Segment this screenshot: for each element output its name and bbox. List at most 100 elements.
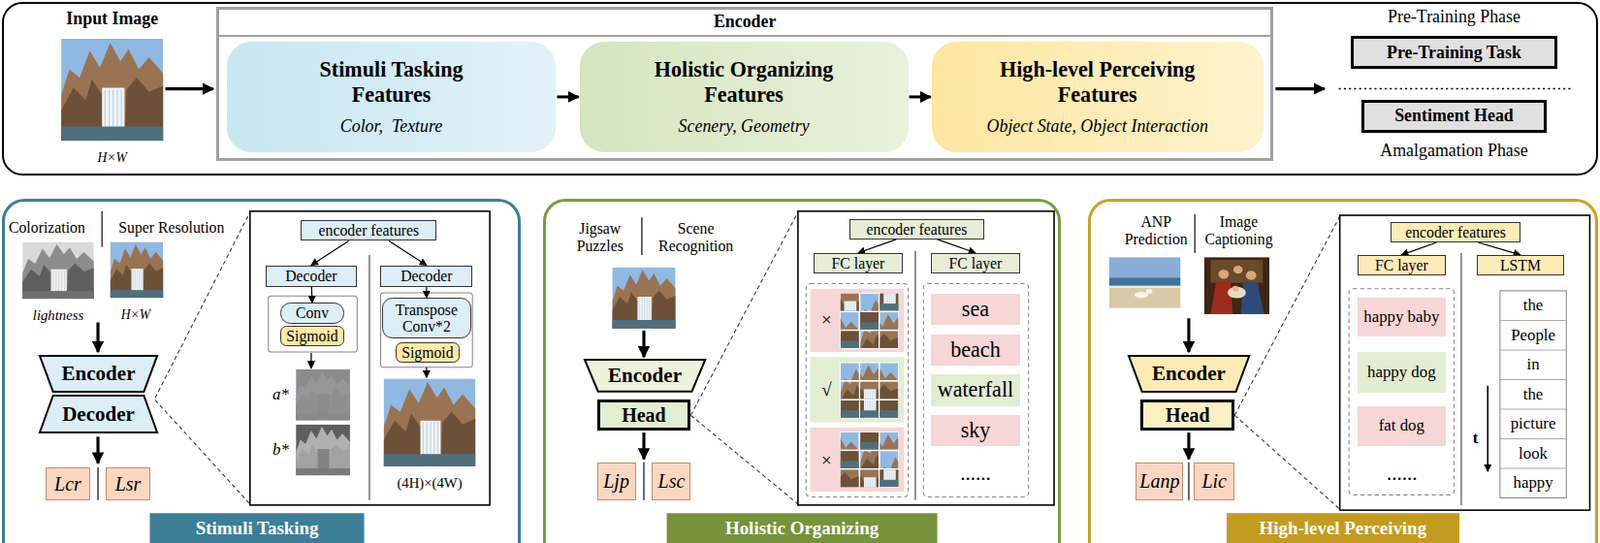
divider [642, 462, 645, 501]
feature-title: Holistic Organizing Features [640, 57, 849, 109]
jigsaw-tile [824, 278, 879, 330]
photo-content [295, 424, 351, 477]
class-box: fat dog [1357, 406, 1447, 447]
channel-image [295, 369, 351, 421]
photo-content [110, 241, 164, 298]
layer-box: FC layer [930, 253, 1022, 274]
label: in [1527, 355, 1540, 375]
label: (4H)×(4W) [396, 474, 462, 491]
zoom-leader [690, 415, 798, 505]
divider [1193, 214, 1196, 254]
node-text: Encoder [608, 364, 682, 387]
label: Scene Recognition [648, 220, 743, 256]
node-text: Lsc [658, 470, 686, 492]
time-arrow [1486, 385, 1489, 472]
caption-text: H×W [97, 150, 128, 166]
node-text: Decoder [62, 403, 135, 426]
photo-content [1204, 256, 1270, 315]
label: picture [1510, 415, 1557, 434]
label: Colorization [8, 219, 86, 237]
node-text: Head [621, 404, 667, 426]
divider [1460, 253, 1463, 506]
head-box: Head [1140, 399, 1235, 431]
node-text: Ljp [603, 470, 630, 492]
feature-title: Stimuli Tasking Features [287, 57, 496, 109]
panel-tab: High-level Perceiving [1226, 512, 1460, 543]
loss-box: Lic [1193, 462, 1235, 501]
cell-rule [1500, 349, 1567, 351]
arrow [425, 367, 427, 379]
node-text: encoder features [1405, 224, 1506, 241]
label: × [821, 449, 832, 472]
class-box: sky [930, 415, 1022, 447]
jigsaw-tile [862, 435, 917, 487]
caption-column [1500, 290, 1567, 499]
divider [640, 217, 643, 256]
photo-content [824, 278, 879, 330]
layer-box: encoder features [849, 219, 986, 240]
label: the [1523, 384, 1544, 404]
divider [100, 211, 103, 248]
photo-content [1109, 256, 1182, 309]
node-text: Decoder [285, 267, 337, 285]
label: ...... [1386, 461, 1418, 485]
arrow-connector [858, 239, 896, 254]
photo-content [843, 314, 898, 366]
cell-rule [1500, 320, 1567, 321]
label: H×W [121, 307, 151, 323]
zoom-leader [1234, 415, 1340, 510]
painting [1204, 256, 1270, 315]
encoder-trapezoid: Encoder [583, 358, 706, 393]
photo-content [295, 369, 351, 421]
label: ...... [960, 461, 992, 485]
zoom-leader [155, 400, 251, 505]
label: People [1510, 325, 1556, 345]
panel: Stimuli Tasking FeaturesColor, Texture Ho… [1, 1, 1599, 176]
encoder-header: Encoder [219, 9, 1271, 36]
layer-box: Conv [280, 302, 344, 323]
cell-rule [1500, 467, 1567, 469]
node-text: FC layer [1375, 256, 1429, 274]
node-text: Head [1165, 404, 1211, 426]
panel-tab: Holistic Organizing [667, 512, 938, 543]
layer-box: encoder features [300, 220, 437, 241]
layer-box: encoder features [1390, 222, 1521, 243]
phase-task-box: Pre-Training Task [1350, 35, 1559, 70]
loss-box: Lsr [105, 467, 150, 501]
arrow-connector [1477, 242, 1520, 256]
trapezoid-shape [584, 359, 705, 392]
encoder-trapezoid: Encoder [1127, 354, 1250, 393]
arrow-connector [311, 287, 314, 304]
layer-box: LSTM [1476, 255, 1565, 276]
node-text: encoder features [866, 221, 968, 238]
arrow-connector [311, 240, 350, 265]
feature-box: Stimuli Tasking FeaturesColor, Texture [226, 41, 557, 153]
photo-content [843, 366, 898, 418]
cell-rule [1500, 408, 1567, 410]
divider [914, 251, 917, 501]
encoder-frame: Stimuli Tasking FeaturesColor, Texture Ho… [216, 6, 1274, 161]
feature-box: High-level Perceiving FeaturesObject Sta… [931, 41, 1264, 153]
zoom-leader [155, 212, 251, 399]
trapezoid-shape [1128, 355, 1249, 392]
group-box [381, 292, 474, 368]
channel-image [295, 424, 351, 477]
node-text: Lanp [1139, 470, 1180, 492]
row-ground [810, 356, 905, 422]
layer-box: Decoder [380, 265, 473, 288]
arrow-connector [909, 95, 931, 98]
arrow-connector [556, 95, 578, 98]
arrow [96, 322, 99, 353]
dashed-group [923, 284, 1028, 498]
label: b* [272, 440, 289, 459]
output-photo [384, 378, 477, 466]
node-text: FC layer [949, 255, 1003, 272]
node-text: LSTM [1500, 256, 1541, 274]
class-box: waterfall [930, 374, 1022, 407]
cell-rule [1500, 438, 1567, 440]
node-text: happy baby [1363, 308, 1440, 327]
photo-content [611, 267, 675, 329]
class-box: happy dog [1357, 352, 1447, 393]
label: lightness [32, 307, 84, 324]
trapezoid-shape [39, 355, 158, 392]
